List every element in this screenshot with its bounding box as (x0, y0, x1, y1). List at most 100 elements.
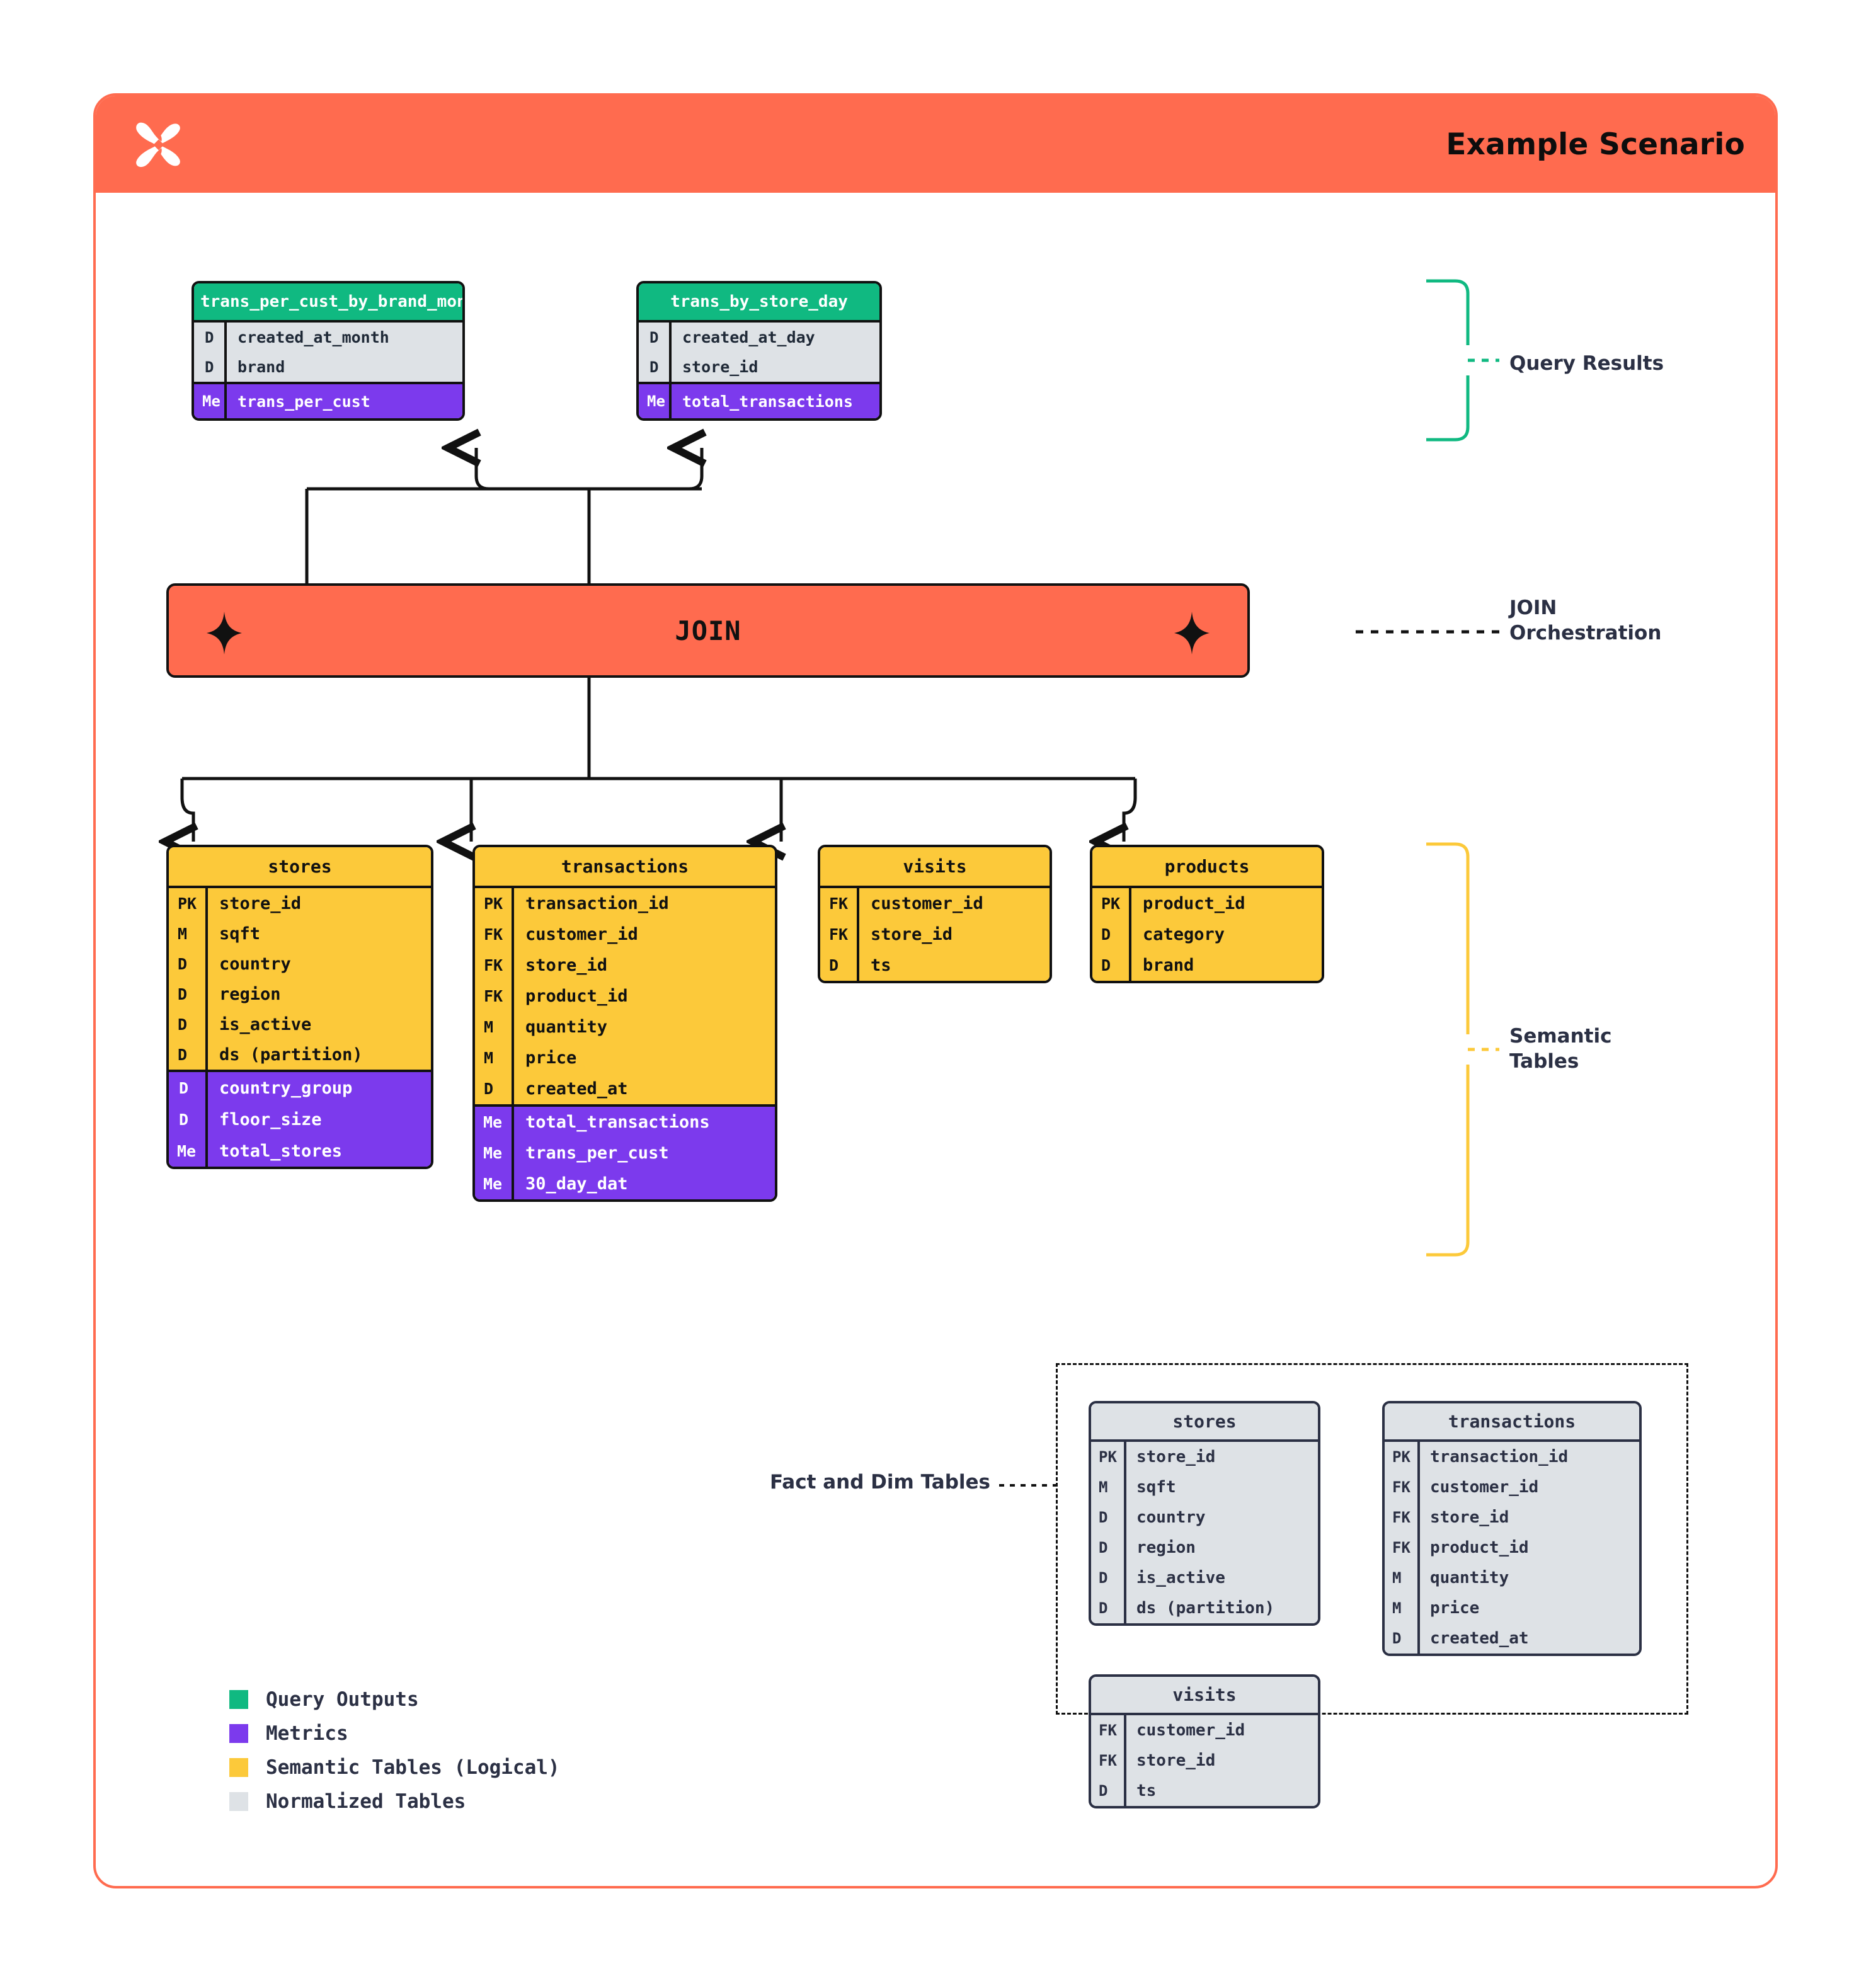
sparkle-star-icon (1174, 612, 1210, 654)
annotation-fact-dim-tables: Fact and Dim Tables (769, 1471, 990, 1494)
row-key: Me (647, 392, 665, 410)
semantic-table-visits[interactable]: visits FK customer_id FK store_id (818, 845, 1052, 983)
table-row[interactable]: PK store_id (169, 888, 431, 918)
normalized-table-visits[interactable]: visits FK customer_id FK store_id (1089, 1674, 1320, 1808)
table-row[interactable]: D store_id (639, 352, 879, 382)
attribute-group: PK transaction_id FK customer_id FK stor… (1385, 1442, 1639, 1654)
row-field: product_id (525, 986, 628, 1006)
table-row[interactable]: D created_at_day (639, 323, 879, 352)
table-row[interactable]: D region (169, 979, 431, 1009)
table-header: products (1092, 847, 1322, 888)
table-row[interactable]: D created_at_month (194, 323, 462, 352)
dimension-group: D created_at_month D brand (194, 323, 462, 382)
table-row[interactable]: D created_at (475, 1073, 775, 1104)
table-row[interactable]: FK store_id (1091, 1745, 1318, 1776)
normalized-table-transactions[interactable]: transactions PK transaction_id FK custom… (1382, 1401, 1642, 1656)
table-row[interactable]: PK store_id (1091, 1442, 1318, 1472)
semantic-table-stores[interactable]: stores PK store_id M sqft D (166, 845, 433, 1169)
table-row[interactable]: D ds (partition) (1091, 1593, 1318, 1623)
table-header: trans_per_cust_by_brand_month (194, 283, 462, 323)
table-row[interactable]: FK customer_id (820, 888, 1050, 919)
table-row[interactable]: PK transaction_id (1385, 1442, 1639, 1472)
table-row[interactable]: M price (1385, 1593, 1639, 1623)
row-key: M (484, 1049, 494, 1067)
row-key: FK (484, 987, 503, 1005)
semantic-table-products[interactable]: products PK product_id D category (1090, 845, 1324, 983)
row-field: total_transactions (682, 392, 853, 411)
table-row[interactable]: D country_group (169, 1072, 431, 1104)
table-row[interactable]: D floor_size (169, 1104, 431, 1135)
row-field: store_id (525, 956, 608, 975)
row-key: Me (483, 1144, 503, 1162)
table-row[interactable]: D is_active (1091, 1563, 1318, 1593)
table-row[interactable]: Me trans_per_cust (194, 384, 462, 418)
card-header: Example Scenario (96, 96, 1775, 193)
table-row[interactable]: D category (1092, 919, 1322, 950)
table-row[interactable]: FK store_id (1385, 1502, 1639, 1533)
table-row[interactable]: FK store_id (820, 919, 1050, 950)
table-row[interactable]: FK product_id (475, 981, 775, 1012)
normalized-table-stores[interactable]: stores PK store_id M sqft D (1089, 1401, 1320, 1626)
row-field: customer_id (1430, 1478, 1539, 1497)
query-result-table-trans-per-cust-by-brand-month[interactable]: trans_per_cust_by_brand_month D created_… (192, 281, 465, 421)
query-results-bracket (1426, 279, 1499, 442)
attribute-group: PK store_id M sqft D country D (169, 888, 431, 1070)
semantic-table-transactions[interactable]: transactions PK transaction_id FK custom… (472, 845, 777, 1202)
table-row[interactable]: Me trans_per_cust (475, 1138, 775, 1168)
table-row[interactable]: M sqft (1091, 1472, 1318, 1502)
row-key: D (1099, 1539, 1108, 1557)
sparkle-star-icon (207, 612, 242, 654)
row-field: ts (1136, 1781, 1157, 1800)
table-row[interactable]: FK customer_id (1091, 1715, 1318, 1745)
row-field: customer_id (525, 925, 638, 944)
row-key: D (1099, 1509, 1108, 1526)
table-row[interactable]: D ds (partition) (169, 1039, 431, 1070)
table-row[interactable]: PK transaction_id (475, 888, 775, 919)
row-key: PK (1099, 1448, 1117, 1466)
table-row[interactable]: D brand (194, 352, 462, 382)
table-row[interactable]: D created_at (1385, 1623, 1639, 1654)
query-result-table-trans-by-store-day[interactable]: trans_by_store_day D created_at_day D st… (636, 281, 882, 421)
table-row[interactable]: D is_active (169, 1009, 431, 1039)
join-orchestration-bar[interactable]: JOIN (166, 583, 1250, 678)
metric-group: Me total_transactions Me trans_per_cust … (475, 1104, 775, 1199)
dimension-group: D created_at_day D store_id (639, 323, 879, 382)
row-field: is_active (1136, 1568, 1225, 1587)
table-row[interactable]: D brand (1092, 950, 1322, 981)
metric-group: D country_group D floor_size Me total_st… (169, 1070, 431, 1167)
table-row[interactable]: D ts (820, 950, 1050, 981)
row-field: store_id (682, 358, 758, 376)
table-row[interactable]: M quantity (1385, 1563, 1639, 1593)
row-key: M (178, 924, 188, 943)
table-rows: PK transaction_id FK customer_id FK stor… (475, 888, 775, 1199)
table-row[interactable]: D country (1091, 1502, 1318, 1533)
table-row[interactable]: FK customer_id (475, 919, 775, 950)
table-row[interactable]: D ts (1091, 1776, 1318, 1806)
row-field: created_at_day (682, 328, 815, 346)
row-field: customer_id (871, 894, 983, 913)
table-row[interactable]: Me 30_day_dat (475, 1168, 775, 1199)
attribute-group: PK store_id M sqft D country D (1091, 1442, 1318, 1623)
row-key: D (649, 328, 659, 346)
table-row[interactable]: D country (169, 949, 431, 979)
table-row[interactable]: Me total_transactions (639, 384, 879, 418)
row-key: FK (484, 925, 503, 944)
table-row[interactable]: M sqft (169, 918, 431, 949)
legend-swatch-query-outputs (229, 1690, 248, 1709)
table-header: transactions (475, 847, 775, 888)
table-row[interactable]: D region (1091, 1533, 1318, 1563)
table-row[interactable]: FK store_id (475, 950, 775, 981)
row-field: quantity (1430, 1568, 1509, 1587)
table-row[interactable]: FK customer_id (1385, 1472, 1639, 1502)
row-key: D (179, 1078, 189, 1097)
table-row[interactable]: Me total_transactions (475, 1107, 775, 1138)
semantic-tables-bracket (1426, 842, 1499, 1257)
table-row[interactable]: FK product_id (1385, 1533, 1639, 1563)
table-row[interactable]: M price (475, 1043, 775, 1073)
row-key: FK (1392, 1509, 1410, 1526)
table-row[interactable]: M quantity (475, 1012, 775, 1043)
table-row[interactable]: Me total_stores (169, 1135, 431, 1167)
table-row[interactable]: PK product_id (1092, 888, 1322, 919)
row-field: brand (1143, 956, 1194, 975)
join-annotation-leader (1356, 630, 1501, 634)
